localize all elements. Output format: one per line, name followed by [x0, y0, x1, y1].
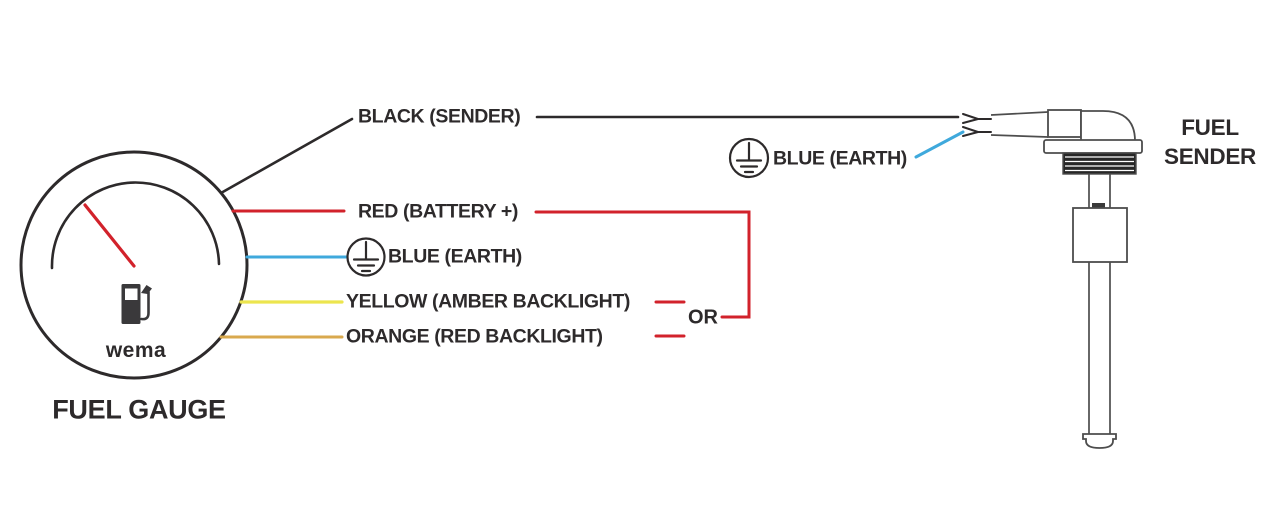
fuel-pump-icon: [121, 284, 152, 324]
red-wire-run: [534, 210, 751, 319]
wire-black-sender: [219, 115, 960, 195]
gauge-needle: [83, 203, 136, 268]
label-blue-earth-sender: BLUE (EARTH): [773, 147, 907, 170]
sender-terminal-bottom: [962, 126, 992, 137]
label-red-battery: RED (BATTERY +): [358, 200, 518, 223]
sender-cable: [990, 111, 1049, 138]
wire-blue-earth-sender: [914, 130, 965, 159]
label-yellow-backlight: YELLOW (AMBER BACKLIGHT): [346, 290, 630, 313]
sender-end-cap: [1082, 433, 1117, 449]
black-wire-lead: [219, 117, 354, 195]
sender-shaft-lower: [1088, 262, 1111, 434]
gauge-dial-arc: [50, 181, 221, 270]
earth-icon: [346, 237, 386, 277]
sender-float: [1072, 207, 1128, 263]
gauge-brand-text: wema: [105, 339, 167, 362]
label-black-sender: BLACK (SENDER): [358, 105, 521, 128]
fuel-sender-caption: FUEL SENDER: [1164, 115, 1256, 169]
earth-icon: [728, 137, 770, 179]
sender-elbow: [1080, 110, 1136, 142]
sender-cable-sleeve: [1047, 109, 1082, 138]
sender-terminal-top: [962, 113, 992, 124]
sender-float-tab: [1092, 203, 1105, 209]
fuel-gauge: [19, 150, 249, 380]
label-orange-backlight: ORANGE (RED BACKLIGHT): [346, 325, 603, 348]
sender-shaft-upper: [1088, 174, 1111, 208]
sender-threads: [1062, 152, 1137, 175]
fuel-gauge-caption: FUEL GAUGE: [52, 394, 226, 425]
label-blue-earth-gauge: BLUE (EARTH): [388, 245, 522, 268]
fuel-sender-unit: [962, 109, 1143, 449]
wire-red-battery: [231, 209, 751, 338]
sender-flange: [1043, 139, 1143, 154]
label-or: OR: [688, 306, 718, 329]
